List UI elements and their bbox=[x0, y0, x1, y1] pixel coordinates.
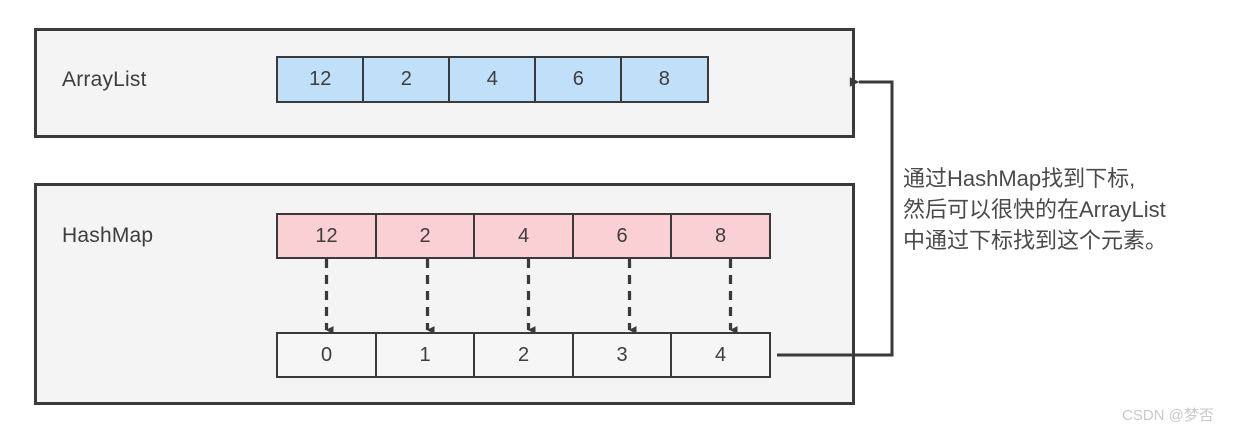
watermark: CSDN @梦否 bbox=[1122, 407, 1214, 424]
hashmap-panel-label: HashMap bbox=[62, 224, 154, 247]
arraylist-cell: 4 bbox=[448, 56, 537, 103]
arraylist-cell: 2 bbox=[362, 56, 451, 103]
hashmap-index-cell: 1 bbox=[374, 332, 476, 378]
hashmap-index-cell: 0 bbox=[276, 332, 377, 378]
arraylist-cell: 8 bbox=[620, 56, 709, 103]
arraylist-cell: 6 bbox=[534, 56, 623, 103]
hashmap-index-row: 0 1 2 3 4 bbox=[276, 332, 771, 378]
hashmap-index-cell: 3 bbox=[571, 332, 673, 378]
hashmap-key-cell: 12 bbox=[276, 213, 377, 259]
arraylist-panel-label: ArrayList bbox=[62, 68, 147, 91]
arraylist-cell-row: 12 2 4 6 8 bbox=[276, 56, 709, 103]
hashmap-index-cell: 4 bbox=[670, 332, 771, 378]
hashmap-key-cell: 2 bbox=[374, 213, 476, 259]
hashmap-key-cell: 4 bbox=[473, 213, 574, 259]
hashmap-key-row: 12 2 4 6 8 bbox=[276, 213, 771, 259]
hashmap-key-cell: 6 bbox=[571, 213, 673, 259]
hashmap-index-cell: 2 bbox=[473, 332, 574, 378]
hashmap-key-cell: 8 bbox=[670, 213, 771, 259]
annotation-text: 通过HashMap找到下标, 然后可以很快的在ArrayList 中通过下标找到… bbox=[903, 166, 1168, 253]
arraylist-cell: 12 bbox=[276, 56, 365, 103]
